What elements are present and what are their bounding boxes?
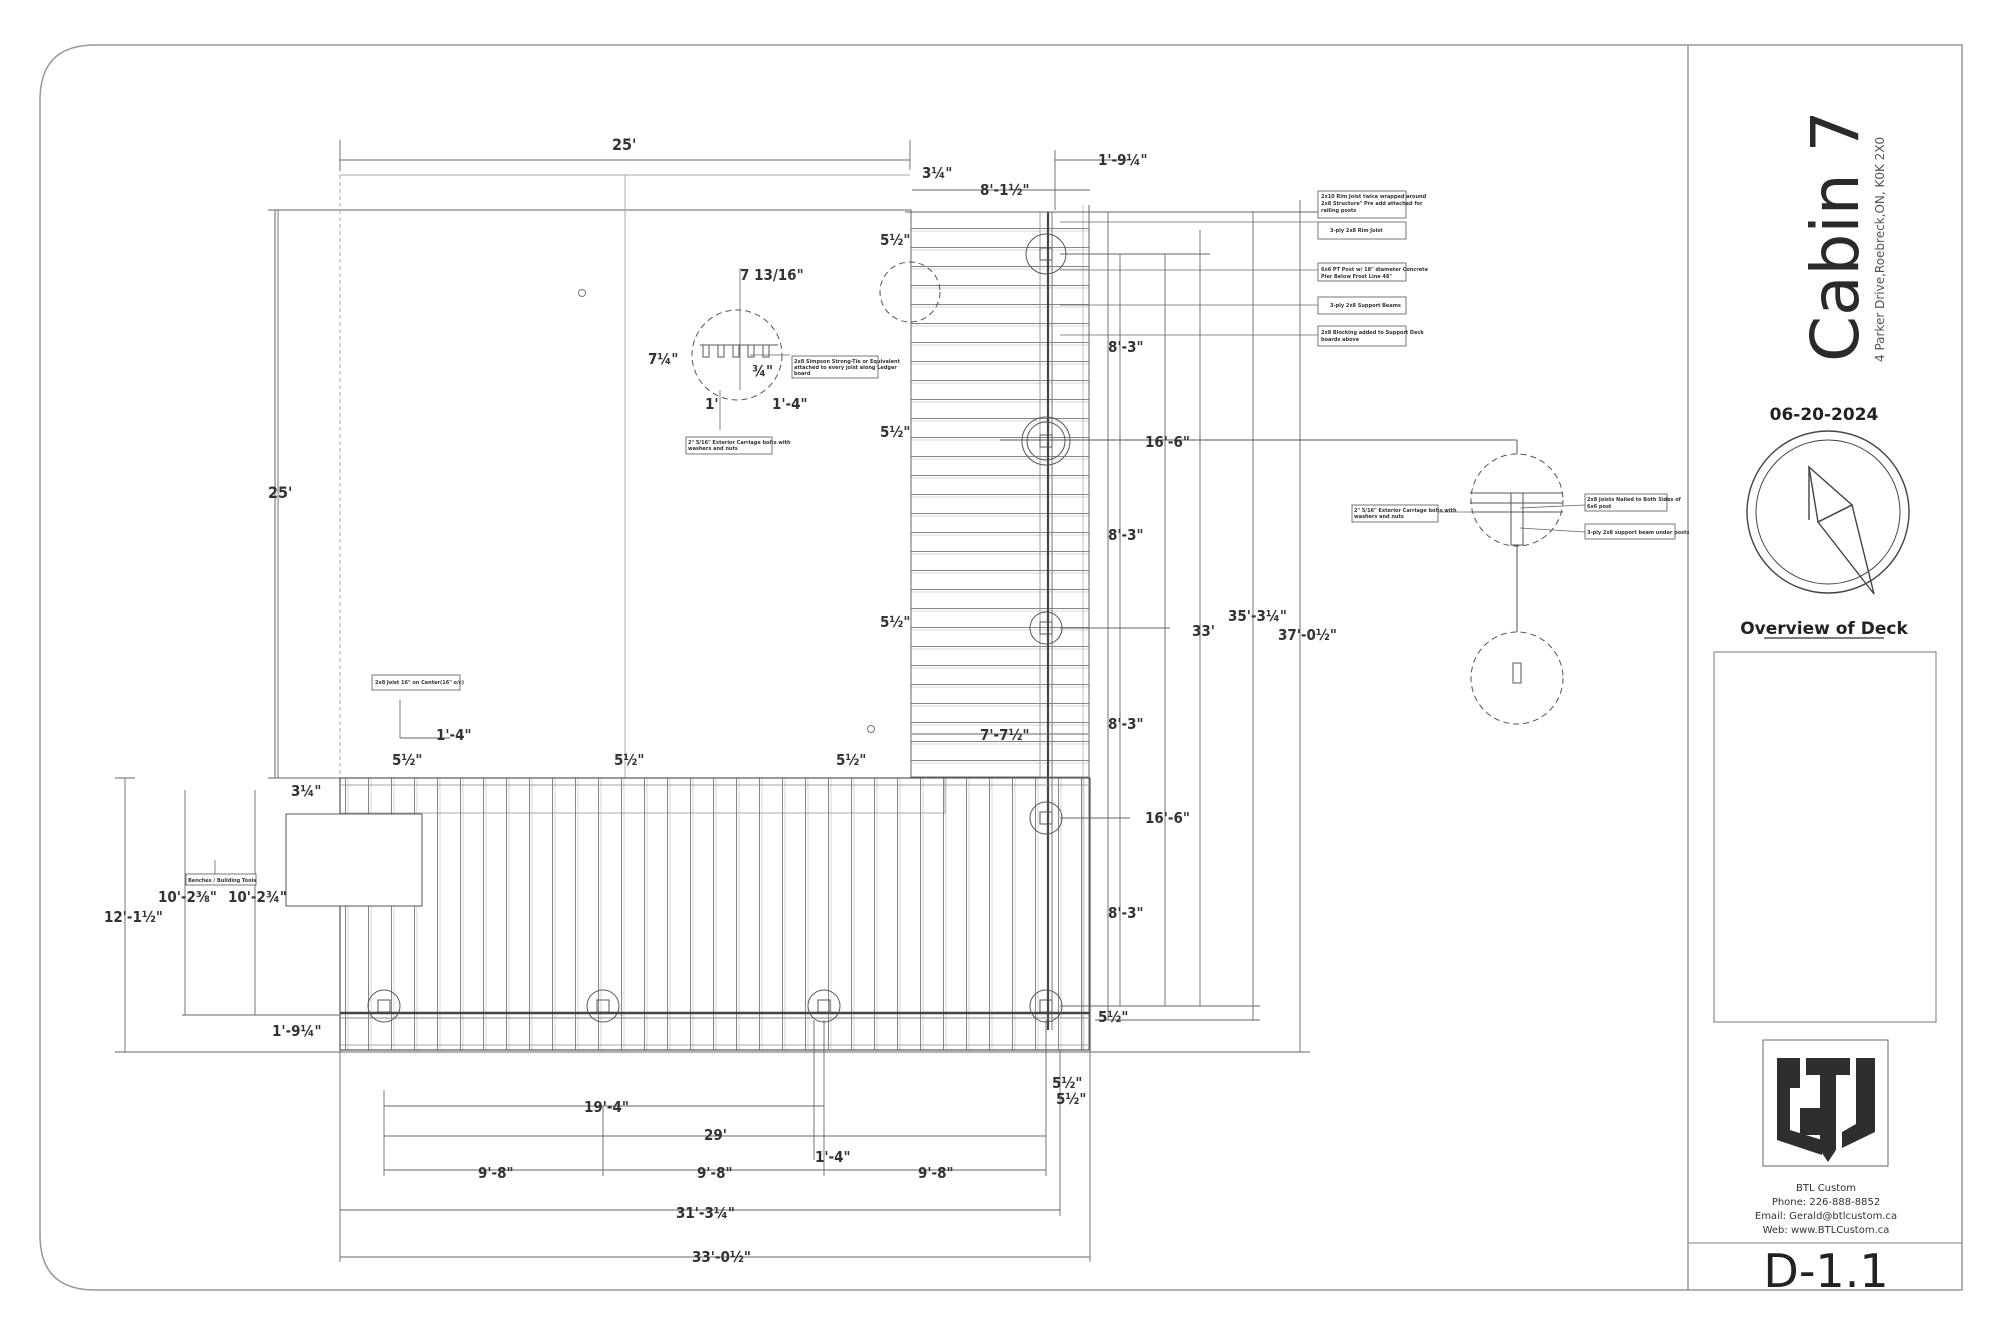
detail-circle-post <box>1470 631 1564 725</box>
dim-gap-5-d: 5½" <box>392 751 422 769</box>
note-rim-joist-l3: railing posts <box>1321 208 1356 214</box>
company-phone: Phone: 226-888-8852 <box>1772 1197 1880 1208</box>
note-rim-joist-l1: 2x10 Rim Joist twice wrapped around <box>1321 194 1427 200</box>
dim-gap-5-f: 5½" <box>836 751 866 769</box>
dimension-labels: 25' 25' 3¼" 8'-1½" 1'-9¼" 7 13/16" 7¼" ¾… <box>104 135 1337 1266</box>
post <box>1021 416 1071 466</box>
notes-panel <box>1713 651 1937 1023</box>
note-benches: Benches / Building Tools <box>188 878 256 884</box>
note-texts: 2x10 Rim Joist twice wrapped around 2x8 … <box>188 194 1689 884</box>
note-leaders <box>214 221 1586 874</box>
dim-bottom-31-3: 31'-3¼" <box>676 1204 735 1222</box>
dim-right-8-3a: 8'-3" <box>1108 338 1144 356</box>
dim-detail-7-1: 7¼" <box>648 350 678 368</box>
note-boxes <box>185 190 1676 886</box>
note-support-beam-posts: 3-ply 2x8 support beam under posts <box>1587 530 1689 536</box>
dim-detail-1-4: 1'-4" <box>772 395 808 413</box>
dim-top-8-1: 8'-1½" <box>980 181 1030 199</box>
dim-bottom-33-0: 33'-0½" <box>692 1248 751 1266</box>
note-post-pier-l1: 6x6 PT Post w/ 18" diameter Concrete <box>1321 267 1429 273</box>
note-post-bolts-l1: 2" 5/16" Exterior Carriage bolts with <box>1354 508 1457 514</box>
note-hanger-l2: attached to every joist along Ledger <box>794 365 897 371</box>
dim-left-1-4: 1'-4" <box>436 726 472 744</box>
dim-bottom-9-8b: 9'-8" <box>697 1164 733 1182</box>
dim-gap-5-b: 5½" <box>880 423 910 441</box>
note-carriage-bolts-l2: washers and nuts <box>688 446 738 452</box>
company-email: Email: Gerald@btlcustom.ca <box>1755 1211 1897 1222</box>
dim-gap-5-c: 5½" <box>880 613 910 631</box>
company-web: Web: www.BTLCustom.ca <box>1763 1225 1890 1236</box>
detail-callouts <box>691 261 1564 725</box>
dim-left-1-9: 1'-9¼" <box>272 1022 322 1040</box>
dim-right-16-6b: 16'-6" <box>1145 809 1190 827</box>
note-post-pier-l2: Pier Below Frost Line 48" <box>1321 274 1392 280</box>
project-address: 4 Parker Drive,Roebreck,ON, K0K 2X0 <box>1873 137 1887 362</box>
dim-bottom-9-8a: 9'-8" <box>478 1164 514 1182</box>
dim-top-1-9: 1'-9¼" <box>1098 151 1148 169</box>
house-footprint <box>274 140 946 814</box>
benches-area <box>285 813 423 907</box>
dim-gap-5-g: 5½" <box>1098 1008 1128 1026</box>
note-rim-joist-l2: 2x8 Structure" Pre add attached for <box>1321 201 1423 207</box>
dim-bottom-19-4: 19'-4" <box>584 1098 629 1116</box>
house-point-2 <box>867 725 875 733</box>
dim-right-8-3c: 8'-3" <box>1108 715 1144 733</box>
detail-circle-post-joist <box>1470 453 1564 547</box>
note-carriage-bolts-l1: 2" 5/16" Exterior Carriage bolts with <box>688 440 791 446</box>
project-title: Cabin 7 <box>1797 110 1874 362</box>
note-blocking-l2: boards above <box>1321 337 1360 343</box>
dim-right-8-3d: 8'-3" <box>1108 904 1144 922</box>
dim-bottom-29: 29' <box>704 1126 727 1144</box>
btl-logo-icon <box>1762 1039 1889 1167</box>
dim-left-10-2a: 10'-2⅜" <box>158 888 217 906</box>
view-title: Overview of Deck <box>1740 619 1908 639</box>
sheet-date: 06-20-2024 <box>1770 405 1879 425</box>
sheet-number: D-1.1 <box>1763 1244 1888 1298</box>
dim-gap-5-e: 5½" <box>614 751 644 769</box>
dim-right-16-6a: 16'-6" <box>1145 433 1190 451</box>
dim-left-10-2b: 10'-2¾" <box>228 888 287 906</box>
title-block: Cabin 7 4 Parker Drive,Roebreck,ON, K0K … <box>1688 110 1962 1298</box>
dim-bottom-1-4: 1'-4" <box>815 1148 851 1166</box>
dim-bottom-9-8c: 9'-8" <box>918 1164 954 1182</box>
dimension-lines <box>115 140 1320 1262</box>
detail-internals <box>700 344 1563 684</box>
dim-gap-5-a: 5½" <box>880 231 910 249</box>
dim-left-3-4: 3¼" <box>291 782 321 800</box>
company-name: BTL Custom <box>1796 1183 1856 1194</box>
note-joist-spacing: 2x8 Joist 16" on Center(16" o/c) <box>375 680 464 686</box>
dim-detail-1: 1' <box>705 395 719 413</box>
dim-gap-5-i: 5½" <box>1056 1090 1086 1108</box>
house-point-1 <box>578 289 586 297</box>
detail-circle-ledger <box>879 261 941 323</box>
post <box>367 989 401 1023</box>
post <box>586 989 620 1023</box>
dim-detail-3-4: ¾" <box>752 362 773 380</box>
dim-right-8-3b: 8'-3" <box>1108 526 1144 544</box>
dim-left-12-1: 12'-1½" <box>104 908 163 926</box>
dim-detail-7-13: 7 13/16" <box>740 266 804 284</box>
main-deck <box>285 777 1091 1051</box>
note-joists-nailed-l2: 6x6 post <box>1587 504 1612 510</box>
note-post-bolts-l2: washers and nuts <box>1354 514 1404 520</box>
dim-gap-5-h: 5½" <box>1052 1074 1082 1092</box>
dim-stair-7-7: 7'-7½" <box>980 726 1030 744</box>
dim-right-37-0: 37'-0½" <box>1278 626 1337 644</box>
sheet-border <box>39 44 1963 1291</box>
note-joists-nailed-l1: 2x8 Joists Nailed to Both Sides of <box>1587 497 1682 503</box>
note-hanger-l3: board <box>794 371 811 377</box>
north-arrow-icon <box>1746 430 1910 595</box>
note-blocking-l1: 2x8 Blocking added to Support Deck <box>1321 330 1424 336</box>
note-3ply-rim: 3-ply 2x8 Rim Joist <box>1330 228 1383 234</box>
dim-right-35-3: 35'-3¼" <box>1228 607 1287 625</box>
dim-top-3-4: 3¼" <box>922 164 952 182</box>
dim-right-33: 33' <box>1192 622 1215 640</box>
note-support-beams: 3-ply 2x8 Support Beams <box>1330 303 1401 309</box>
dim-house-height: 25' <box>268 483 292 502</box>
dim-house-width: 25' <box>612 135 636 154</box>
note-hanger-l1: 2x8 Simpson Strong-Tie or Equivalent <box>794 359 901 365</box>
